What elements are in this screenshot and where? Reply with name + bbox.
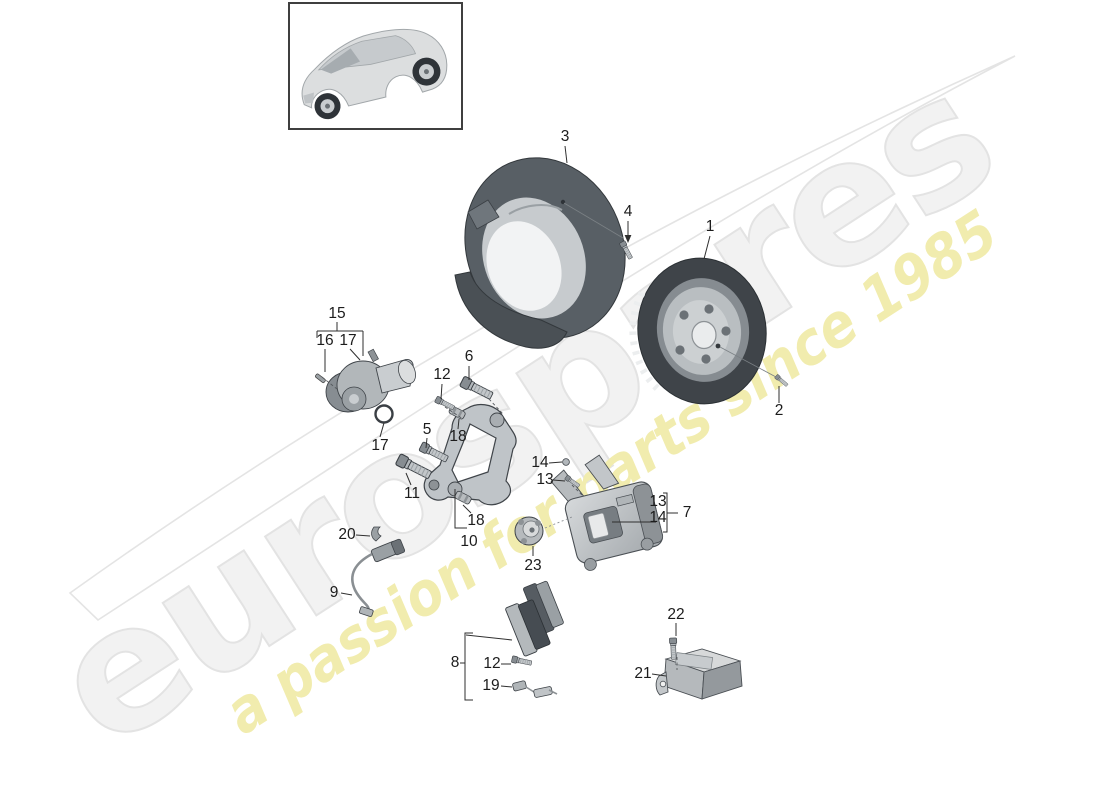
module-screw-22-drawing — [669, 637, 678, 660]
callout-23: 23 — [524, 557, 542, 574]
pad-screw-12-drawing — [510, 655, 533, 667]
callout-12a: 12 — [433, 366, 451, 383]
callout-17a: 17 — [339, 332, 357, 349]
sensor-wire-drawing — [351, 526, 406, 617]
callout-16: 16 — [316, 332, 334, 349]
splash-shield-drawing — [454, 157, 626, 349]
callout-3: 3 — [560, 128, 570, 145]
leader-lines-dashed — [321, 376, 678, 670]
screw-2-drawing — [774, 373, 789, 388]
callout-1: 1 — [705, 218, 715, 235]
pointer-lines-thin — [563, 202, 777, 378]
callout-2: 2 — [774, 402, 784, 419]
o-ring-drawing — [374, 404, 394, 424]
retainer-spring-drawing — [512, 680, 558, 698]
callout-10: 10 — [460, 533, 478, 550]
callout-20: 20 — [338, 526, 356, 543]
callout-22: 22 — [667, 606, 685, 623]
bolt-6-drawing — [458, 375, 495, 402]
control-module-drawing — [655, 648, 743, 700]
callout-8: 8 — [450, 654, 460, 671]
callout-21: 21 — [634, 665, 652, 682]
callout-6: 6 — [464, 348, 474, 365]
vehicle-car-drawing — [301, 28, 448, 120]
pin-16-drawing — [315, 373, 326, 384]
brake-disc-drawing — [629, 257, 767, 405]
callout-9: 9 — [329, 584, 339, 601]
actuator-motor-drawing — [315, 348, 416, 424]
callout-11: 11 — [403, 485, 421, 502]
callout-19: 19 — [482, 677, 500, 694]
callout-15: 15 — [328, 305, 346, 322]
bleeder-nut-14-drawing — [562, 458, 570, 466]
callout-13b: 13 — [649, 493, 667, 510]
callout-4: 4 — [623, 203, 633, 220]
screw-12-drawing — [434, 395, 456, 412]
arrowhead-4 — [624, 235, 632, 243]
callout-5: 5 — [422, 421, 432, 438]
brake-pads-drawing — [505, 580, 564, 657]
callout-12b: 12 — [483, 655, 501, 672]
hub-adjuster-drawing — [514, 516, 573, 546]
callout-13a: 13 — [536, 471, 554, 488]
brake-caliper-drawing — [550, 454, 664, 571]
callout-14a: 14 — [531, 454, 549, 471]
bolt-11-drawing — [394, 453, 434, 482]
callout-7: 7 — [682, 504, 692, 521]
vehicle-thumbnail — [288, 2, 463, 130]
callout-18a: 18 — [449, 428, 467, 445]
callout-14b: 14 — [649, 509, 667, 526]
leader-lines — [316, 145, 780, 701]
caliper-carrier-drawing — [423, 403, 517, 506]
callout-17b: 17 — [371, 437, 389, 454]
callout-18b: 18 — [467, 512, 485, 529]
